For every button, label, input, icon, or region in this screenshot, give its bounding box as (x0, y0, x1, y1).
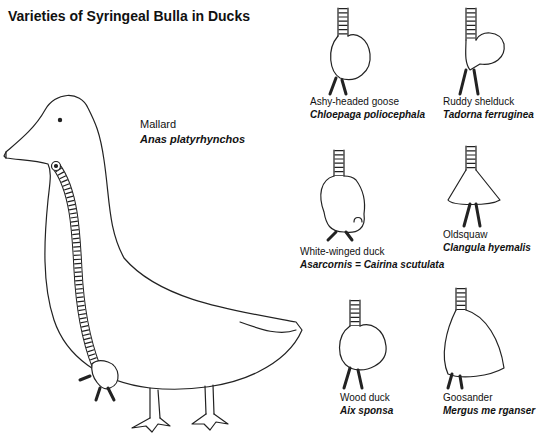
common-name: Oldsquaw (443, 229, 487, 241)
common-name: Ruddy shelduck (443, 96, 514, 108)
latin-name: Anas platyrhynchos (140, 133, 245, 146)
common-name: White-winged duck (300, 246, 384, 258)
diagram-title: Varieties of Syringeal Bulla in Ducks (8, 8, 250, 25)
common-name: Wood duck (340, 392, 390, 404)
common-name: Goosander (443, 392, 492, 404)
common-name: Ashy-headed goose (310, 96, 399, 108)
common-name: Mallard (140, 118, 176, 131)
latin-name: Tadorna ferruginea (443, 109, 534, 121)
latin-name: Clangula hyemalis (443, 242, 531, 254)
latin-name: Chloepaga poliocephala (310, 109, 425, 121)
latin-name: Mergus me rganser (443, 405, 535, 417)
latin-name: Asarcornis = Cairina scutulata (300, 259, 444, 271)
latin-name: Aix sponsa (340, 405, 393, 417)
